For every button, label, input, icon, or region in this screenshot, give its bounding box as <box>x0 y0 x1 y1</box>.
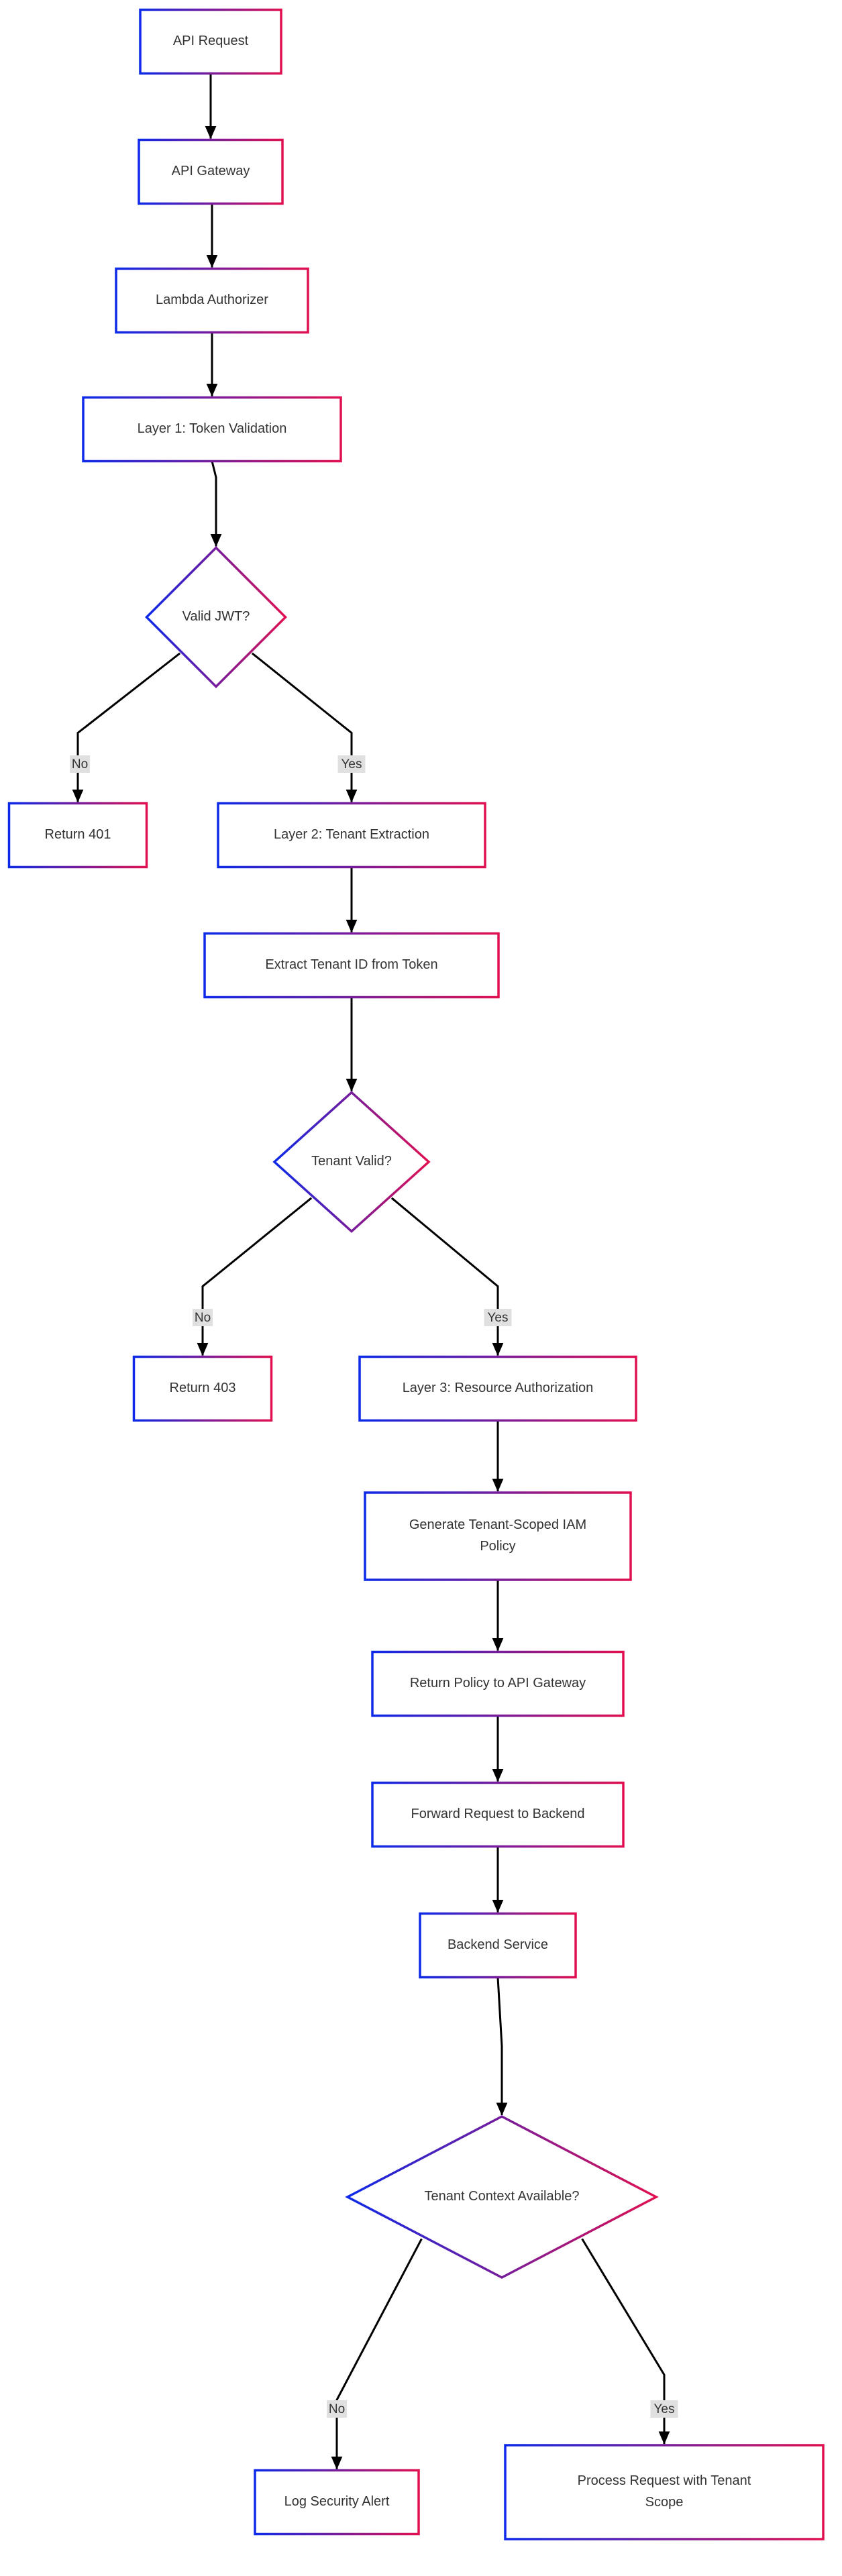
process-box <box>132 1355 273 1422</box>
process-box <box>504 2444 825 2540</box>
process-box <box>419 1912 577 1979</box>
edge-tenant_valid-to-layer3 <box>390 1197 504 1356</box>
node-label-layer2: Layer 2: Tenant Extraction <box>274 827 429 842</box>
node-label-lambda_authorizer: Lambda Authorizer <box>156 292 268 307</box>
node-api_request[interactable]: API Request <box>139 8 282 75</box>
process-box <box>203 932 500 999</box>
node-layer1[interactable]: Layer 1: Token Validation <box>82 396 342 463</box>
node-lambda_authorizer[interactable]: Lambda Authorizer <box>115 267 309 334</box>
process-box <box>82 396 342 463</box>
edge-label-background <box>650 2400 678 2418</box>
process-box <box>371 1650 625 1717</box>
edge-label-valid_jwt-yes: Yes <box>337 755 366 773</box>
decision-diamond <box>145 546 287 688</box>
edge-backend_service-to-tenant_context <box>496 1977 508 2116</box>
edge-label-text: No <box>195 1311 211 1325</box>
edge-tenant_context-to-log_alert <box>331 2238 423 2470</box>
process-box <box>7 802 148 869</box>
edge-label-valid_jwt-no: No <box>70 755 90 773</box>
process-box <box>217 802 486 869</box>
edge-label-background <box>70 755 90 773</box>
decision-diamond <box>345 2115 659 2279</box>
node-label-return_401: Return 401 <box>45 827 111 842</box>
node-layer2[interactable]: Layer 2: Tenant Extraction <box>217 802 486 869</box>
node-label-tenant_valid: Tenant Valid? <box>311 1154 392 1169</box>
process-box <box>254 2469 420 2536</box>
edge-label-tenant_context-no: No <box>327 2400 347 2418</box>
decision-diamond <box>272 1091 431 1233</box>
node-backend_service[interactable]: Backend Service <box>419 1912 577 1979</box>
process-box <box>115 267 309 334</box>
node-return_401[interactable]: Return 401 <box>7 802 148 869</box>
edge-tenant_valid-to-return_403 <box>197 1197 313 1356</box>
process-box <box>364 1491 632 1581</box>
node-valid_jwt[interactable]: Valid JWT? <box>145 546 287 688</box>
edges-layer <box>72 73 670 2470</box>
node-label-api_gateway: API Gateway <box>172 164 250 178</box>
node-label-valid_jwt: Valid JWT? <box>182 609 250 624</box>
edge-label-tenant_context-yes: Yes <box>650 2400 678 2418</box>
edge-valid_jwt-to-layer2 <box>251 652 358 803</box>
node-forward_request[interactable]: Forward Request to Backend <box>371 1781 625 1848</box>
edge-label-background <box>193 1309 213 1326</box>
node-label-layer3: Layer 3: Resource Authorization <box>403 1381 594 1395</box>
edge-layer1-to-valid_jwt <box>210 461 222 547</box>
edge-label-background <box>327 2400 347 2418</box>
edge-api_gateway-to-lambda_authorizer <box>206 198 218 268</box>
node-label-return_policy: Return Policy to API Gateway <box>410 1676 586 1690</box>
edge-label-tenant_valid-yes: Yes <box>484 1309 512 1326</box>
node-label-return_403: Return 403 <box>170 1381 236 1395</box>
process-box <box>138 138 284 205</box>
node-log_alert[interactable]: Log Security Alert <box>254 2469 420 2536</box>
node-label-tenant_context: Tenant Context Available? <box>425 2189 580 2204</box>
node-tenant_valid[interactable]: Tenant Valid? <box>272 1091 431 1233</box>
node-label-backend_service: Backend Service <box>448 1937 548 1952</box>
process-box <box>358 1355 637 1422</box>
edge-valid_jwt-to-return_401 <box>72 652 181 803</box>
node-api_gateway[interactable]: API Gateway <box>138 138 284 205</box>
node-label-forward_request: Forward Request to Backend <box>411 1807 584 1821</box>
node-label-log_alert: Log Security Alert <box>284 2494 390 2509</box>
node-label-layer1: Layer 1: Token Validation <box>138 421 287 436</box>
edge-label-background <box>337 755 366 773</box>
edge-label-text: Yes <box>341 757 362 771</box>
node-extract_tenant[interactable]: Extract Tenant ID from Token <box>203 932 500 999</box>
edge-label-text: No <box>329 2402 345 2416</box>
edge-label-text: No <box>72 757 88 771</box>
node-return_403[interactable]: Return 403 <box>132 1355 273 1422</box>
edge-label-text: Yes <box>654 2402 675 2416</box>
edge-label-background <box>484 1309 512 1326</box>
edge-tenant_context-to-process_request <box>581 2238 670 2445</box>
edge-label-tenant_valid-no: No <box>193 1309 213 1326</box>
node-tenant_context[interactable]: Tenant Context Available? <box>345 2115 659 2279</box>
edge-label-text: Yes <box>488 1311 509 1325</box>
node-return_policy[interactable]: Return Policy to API Gateway <box>371 1650 625 1717</box>
process-box <box>371 1781 625 1848</box>
node-label-api_request: API Request <box>173 34 249 48</box>
process-box <box>139 8 282 75</box>
node-label-extract_tenant: Extract Tenant ID from Token <box>265 957 437 972</box>
node-layer3[interactable]: Layer 3: Resource Authorization <box>358 1355 637 1422</box>
